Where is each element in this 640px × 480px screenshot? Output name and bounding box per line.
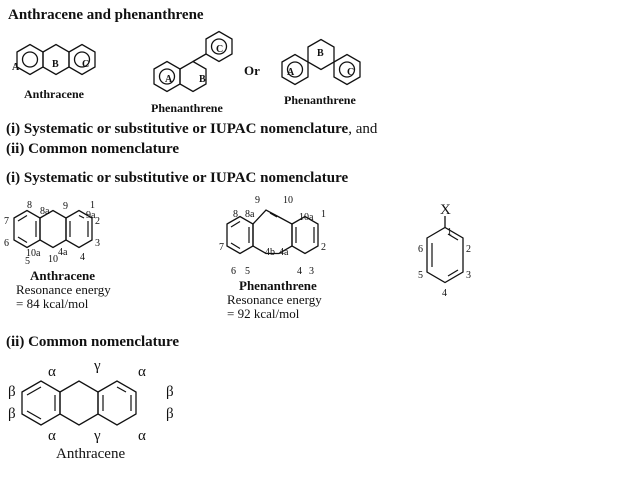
alpha-label: α [138, 428, 146, 444]
anthracene-caption: Anthracene [24, 87, 85, 101]
phenanthrene-caption-1: Phenanthrene [151, 101, 223, 115]
list-item-common: (ii) Common nomenclature [6, 141, 180, 157]
phenanthrene-numbered-structure: 1 2 3 4 4a 4b 5 6 7 8 8a 9 10 10a Phenan… [219, 195, 326, 321]
position-number: 9a [86, 210, 96, 221]
anthracene-energy-value: = 84 kcal/mol [16, 296, 89, 311]
substituent-x: X [440, 202, 451, 218]
position-number: 8a [245, 209, 255, 220]
beta-label: β [8, 384, 16, 400]
section-heading-common: (ii) Common nomenclature [6, 334, 180, 350]
phenanthrene-lettered-structure-1: A B C Phenanthrene [151, 30, 233, 115]
page-title: Anthracene and phenanthrene [8, 7, 204, 23]
position-number: 2 [466, 244, 471, 255]
position-number: 6 [4, 238, 9, 249]
ring-label: C [347, 67, 354, 78]
position-number: 10a [26, 248, 41, 259]
position-number: 10a [299, 212, 314, 223]
position-number: 4a [58, 247, 68, 258]
beta-label: β [166, 406, 174, 422]
position-number: 3 [466, 270, 471, 281]
position-number: 7 [4, 216, 9, 227]
phenanthrene-caption-2: Phenanthrene [284, 93, 356, 107]
position-number: 2 [321, 242, 326, 253]
phenanthrene-energy-value: = 92 kcal/mol [227, 306, 300, 321]
ring-label: A [165, 74, 173, 85]
anthracene-lettered-structure: A B C Anthracene [12, 43, 96, 101]
gamma-label: γ [93, 428, 101, 444]
position-number: 5 [245, 266, 250, 277]
position-number: 1 [321, 209, 326, 220]
position-number: 9 [255, 195, 260, 206]
position-number: 8 [27, 200, 32, 211]
position-number: 10 [283, 195, 293, 206]
list-item-systematic: (i) Systematic or substitutive or IUPAC … [6, 121, 378, 137]
beta-label: β [166, 384, 174, 400]
ring-label: C [216, 44, 223, 55]
phenanthrene-numbered-caption: Phenanthrene [239, 278, 317, 293]
position-number: 4a [279, 247, 289, 258]
position-number: 9 [63, 201, 68, 212]
anthracene-numbered-structure: 1 2 3 4 4a 10 10a 5 6 7 8 8a 9 9a Anthra… [4, 200, 111, 311]
position-number: 1 [447, 227, 452, 238]
position-number: 6 [231, 266, 236, 277]
ring-label: A [287, 67, 295, 78]
beta-label: β [8, 406, 16, 422]
position-number: 8a [40, 206, 50, 217]
benzene-numbered-structure: X 1 2 3 4 5 6 [418, 202, 471, 299]
phenanthrene-lettered-structure-2: A B C Phenanthrene [281, 38, 361, 107]
position-number: 7 [219, 242, 224, 253]
ring-label: B [317, 48, 324, 59]
alpha-label: α [48, 364, 56, 380]
anthracene-energy-label: Resonance energy [16, 282, 111, 297]
ring-label: B [52, 59, 59, 70]
position-number: 10 [48, 254, 58, 265]
phenanthrene-energy-label: Resonance energy [227, 292, 322, 307]
anthracene-common-structure: α γ α β β β β α γ α Anthracene [8, 358, 174, 462]
position-number: 5 [418, 270, 423, 281]
section-heading-systematic: (i) Systematic or substitutive or IUPAC … [6, 170, 349, 186]
position-number: 8 [233, 209, 238, 220]
ring-label: B [199, 74, 206, 85]
alpha-label: α [138, 364, 146, 380]
position-number: 4 [442, 288, 447, 299]
alpha-label: α [48, 428, 56, 444]
position-number: 5 [25, 256, 30, 267]
anthracene-numbered-caption: Anthracene [30, 268, 95, 283]
position-number: 3 [309, 266, 314, 277]
position-number: 6 [418, 244, 423, 255]
position-number: 2 [95, 216, 100, 227]
position-number: 4 [80, 252, 85, 263]
ring-label: A [12, 62, 20, 73]
anthracene-common-caption: Anthracene [56, 446, 125, 462]
position-number: 4b [265, 247, 275, 258]
or-label: Or [244, 63, 260, 78]
position-number: 3 [95, 238, 100, 249]
position-number: 1 [90, 200, 95, 211]
gamma-label: γ [93, 358, 101, 374]
ring-label: C [82, 59, 89, 70]
position-number: 4 [297, 266, 302, 277]
